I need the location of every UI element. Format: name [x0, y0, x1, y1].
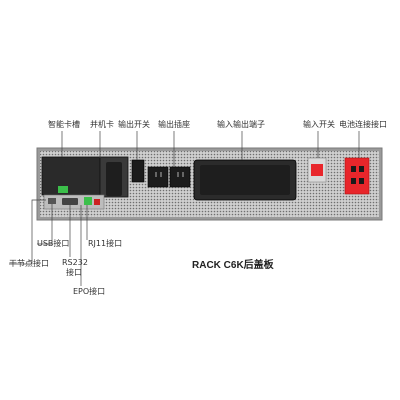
socket-pin [160, 172, 162, 177]
battery-pin [351, 178, 356, 184]
top-leader-lines [61, 131, 360, 167]
label-epo-port: EPO接口 [73, 287, 106, 296]
label-rs232-port-line1: RS232 [62, 258, 88, 267]
label-battery-connector: 电池连接接口 [339, 120, 387, 129]
battery-pin [351, 166, 356, 172]
leader-dry-contact [9, 199, 46, 265]
leader-usb [37, 204, 53, 245]
input-switch-toggle [311, 164, 323, 176]
label-output-switch: 输出开关 [118, 120, 150, 129]
label-usb-port: USB接口 [37, 239, 70, 248]
label-input-output-terminal: 输入输出端子 [217, 120, 265, 129]
socket-pin [182, 172, 184, 177]
rj11-port-shape [84, 197, 92, 205]
battery-pin [359, 166, 364, 172]
smart-slot-card [41, 156, 101, 196]
battery-pin [359, 178, 364, 184]
output-switch [131, 159, 145, 183]
label-output-socket: 输出插座 [158, 120, 190, 129]
smart-slot-terminal [58, 186, 68, 193]
label-dry-contact-port: 干节点接口 [9, 259, 49, 268]
expansion-card-handle [106, 162, 122, 196]
socket-pin [177, 172, 179, 177]
rs232-port-shape [62, 198, 78, 205]
output-socket-1 [147, 166, 169, 188]
label-expansion-card: 并机卡 [90, 120, 114, 129]
battery-connector [344, 157, 370, 195]
usb-port-shape [48, 198, 56, 204]
label-rj11-port: RJ11接口 [88, 239, 123, 248]
epo-port-shape [94, 199, 100, 205]
label-rs232-port-line2: 接口 [66, 268, 82, 277]
io-terminal-inner [200, 165, 290, 195]
diagram-caption: RACK C6K后盖板 [192, 260, 274, 271]
label-input-switch: 输入开关 [303, 120, 335, 129]
bottom-leader-lines [9, 199, 88, 286]
socket-pin [155, 172, 157, 177]
label-smart-slot: 智能卡槽 [48, 120, 80, 129]
output-socket-2 [169, 166, 191, 188]
